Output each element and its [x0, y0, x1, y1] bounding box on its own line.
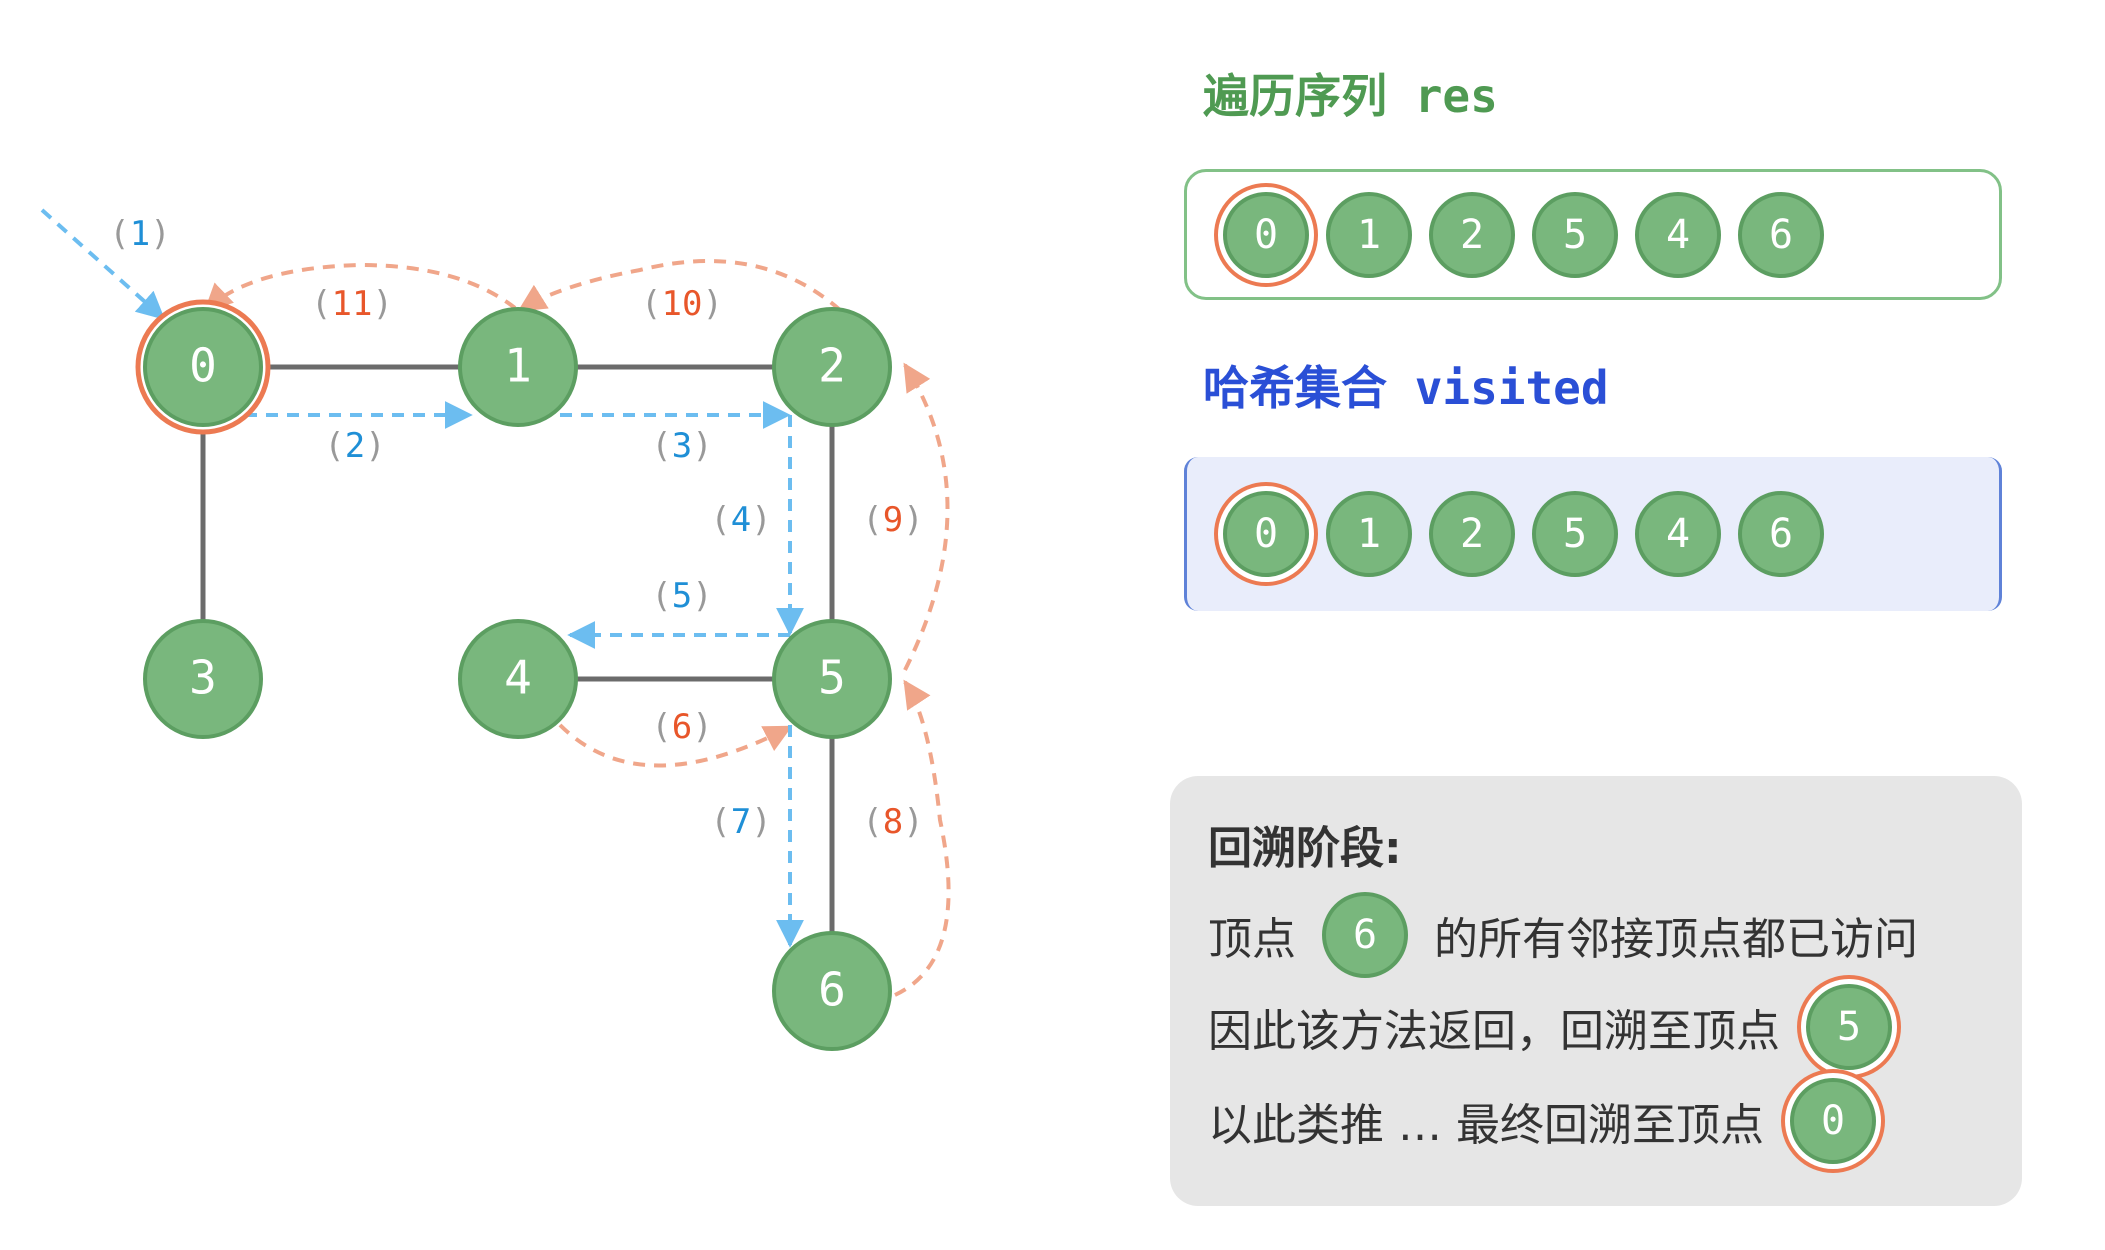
note-node-5: 5 [1806, 984, 1892, 1070]
step-label-8: (8) [862, 802, 923, 842]
res-item: 4 [1635, 191, 1721, 278]
note-line-2: 因此该方法返回，回溯至顶点 5 [1208, 984, 1892, 1070]
step-label-11: (11) [311, 284, 393, 324]
note-line-1-suffix: 的所有邻接顶点都已访问 [1434, 914, 1918, 965]
graph-node-4: 4 [458, 619, 578, 739]
note-line-1-prefix: 顶点 [1208, 914, 1296, 965]
graph-node-label: 5 [818, 651, 846, 705]
step-label-9: (9) [862, 500, 923, 540]
step-arrow-10 [517, 259, 842, 312]
graph-node-5: 5 [772, 619, 892, 739]
note-line-3: 以此类推 … 最终回溯至顶点 0 [1208, 1078, 1876, 1164]
visited-item: 4 [1635, 491, 1721, 577]
note-node-0: 0 [1789, 1078, 1876, 1164]
graph-node-label: 6 [818, 963, 846, 1017]
step-arrow-8 [894, 679, 951, 997]
graph-node-label: 2 [818, 339, 846, 393]
graph-diagram: 0 1 2 3 4 5 6 (1) (2) (3) (4) (5) (6) (7) (8) (9) (10) (… [40, 208, 951, 1051]
res-item: 1 [1326, 191, 1412, 278]
res-item: 5 [1532, 191, 1618, 278]
step-label-6: (6) [651, 707, 712, 747]
visited-item: 5 [1532, 491, 1618, 577]
visited-title: 哈希集合 visited [1203, 361, 1609, 415]
res-item: 6 [1738, 191, 1824, 278]
step-label-2: (2) [324, 426, 385, 466]
note-node-6: 6 [1322, 892, 1408, 978]
step-label-7: (7) [710, 802, 771, 842]
graph-node-2: 2 [772, 307, 892, 427]
step-label-3: (3) [651, 426, 712, 466]
step-arrow-9 [903, 362, 950, 671]
step-label-5: (5) [651, 576, 712, 616]
graph-node-0: 0 [135, 299, 271, 435]
step-label-1: (1) [109, 214, 170, 254]
note-line-1: 顶点 6 的所有邻接顶点都已访问 [1208, 892, 1918, 978]
note-line-2-prefix: 因此该方法返回，回溯至顶点 [1208, 1006, 1780, 1057]
graph-node-3: 3 [143, 619, 263, 739]
step-arrow-6 [558, 723, 793, 768]
res-title: 遍历序列 res [1203, 69, 1498, 123]
graph-node-6: 6 [772, 931, 892, 1051]
backtrack-note: 回溯阶段: 顶点 6 的所有邻接顶点都已访问 因此该方法返回，回溯至顶点 5 以… [1170, 776, 2022, 1206]
graph-node-label: 1 [504, 339, 532, 393]
graph-node-label: 4 [504, 651, 532, 705]
res-item: 0 [1223, 191, 1309, 278]
visited-item: 0 [1223, 491, 1309, 577]
visited-item: 6 [1738, 491, 1824, 577]
step-arrow-1 [40, 208, 166, 320]
step-label-10: (10) [641, 284, 723, 324]
graph-node-label: 0 [189, 339, 217, 393]
res-item: 2 [1429, 191, 1515, 278]
graph-node-1: 1 [458, 307, 578, 427]
note-line-3-prefix: 以此类推 … 最终回溯至顶点 [1208, 1100, 1764, 1151]
step-arrow-11 [203, 262, 517, 312]
step-label-4: (4) [710, 500, 771, 540]
visited-item: 2 [1429, 491, 1515, 577]
graph-node-label: 3 [189, 651, 217, 705]
note-title: 回溯阶段: [1208, 823, 1402, 874]
visited-item: 1 [1326, 491, 1412, 577]
